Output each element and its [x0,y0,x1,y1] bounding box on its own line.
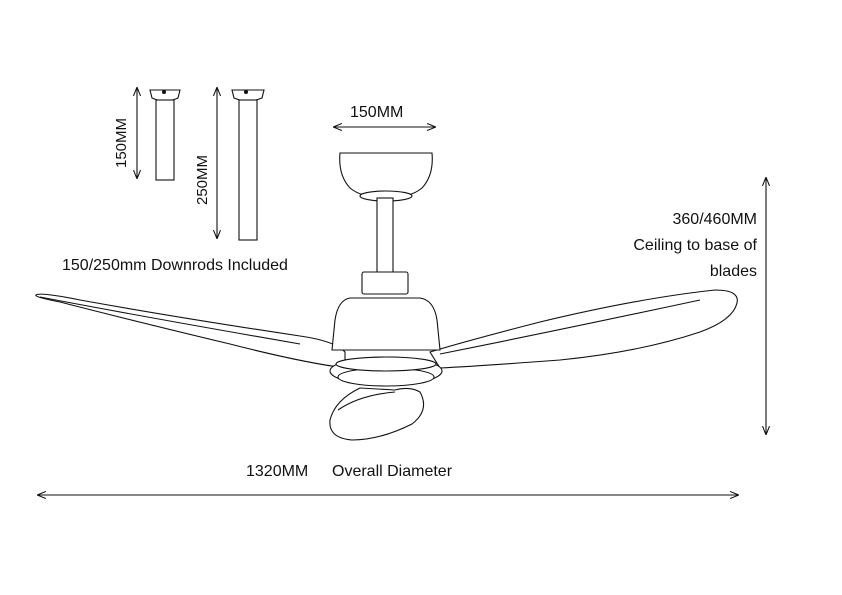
front-blade [329,387,425,441]
long-downrod-label: 250MM [194,155,211,205]
right-blade [429,289,738,369]
downrods-caption: 150/250mm Downrods Included [62,257,288,274]
motor-housing [331,297,441,351]
long-downrod [231,89,265,241]
ceiling-height-line2: Ceiling to base of [633,237,757,254]
short-downrod [149,89,181,181]
diameter-caption: Overall Diameter [332,463,453,480]
motor-coupler [361,271,409,295]
canopy-width-label: 150MM [350,104,403,121]
ceiling-canopy [339,152,433,202]
diameter-value: 1320MM [246,463,308,480]
ceiling-height-value: 360/460MM [673,211,758,228]
fitted-downrod [376,197,394,275]
short-downrod-label: 150MM [113,118,130,168]
ceiling-height-line3: blades [710,263,757,280]
